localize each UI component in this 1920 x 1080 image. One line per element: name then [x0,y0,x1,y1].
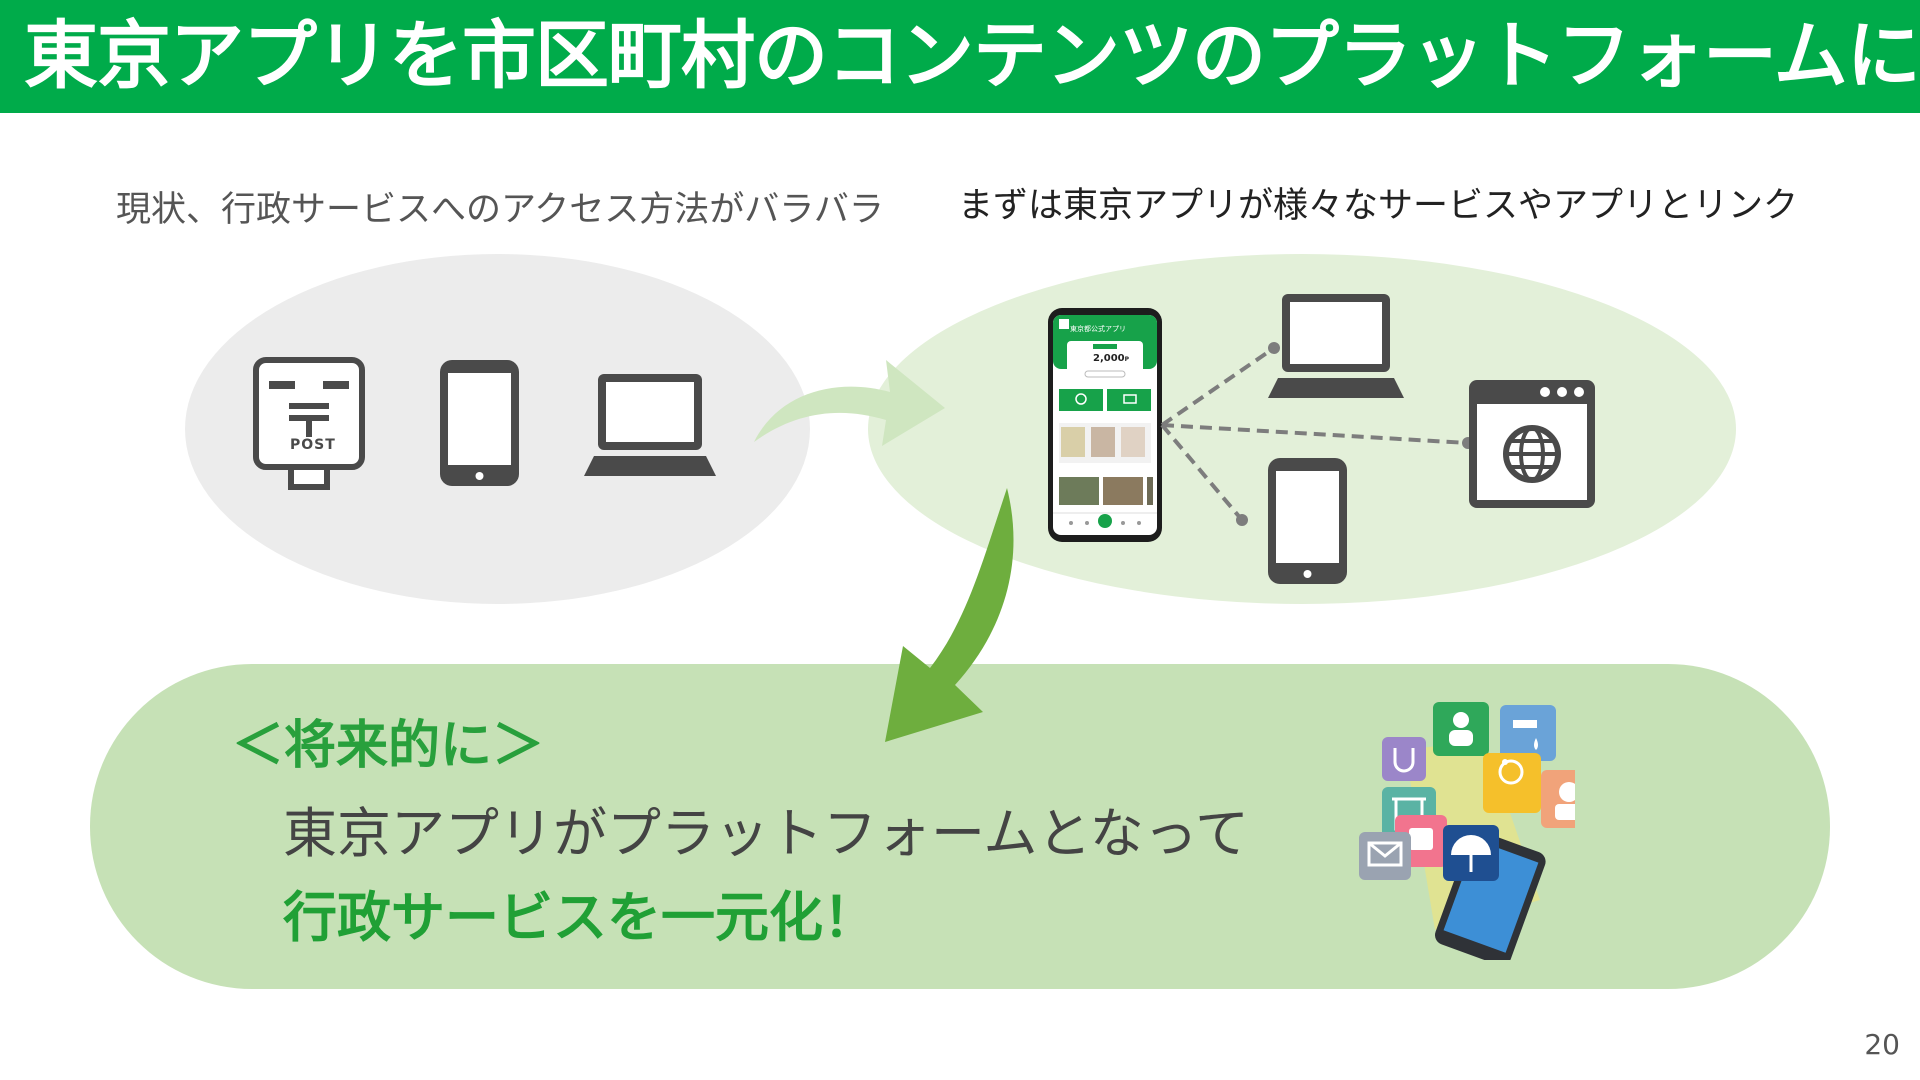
app-points-value: 2,000P [1093,353,1129,364]
web-browser-icon [1469,380,1595,508]
post-box-label: POST [290,437,336,453]
connection-lines [1160,342,1474,526]
water-app-icon [1500,705,1556,761]
future-heading: ＜将来的に＞ [232,716,545,776]
linked-smartphone-icon [1268,458,1347,584]
medical-app-icon [1382,737,1426,781]
transition-arrow-icon [754,360,945,446]
points-number: 2,000 [1093,353,1125,364]
future-line-1: 東京アプリがプラットフォームとなって [283,802,1250,865]
future-line-2: 行政サービスを一元化！ [283,886,877,949]
tokyo-app-screenshot [1048,308,1162,542]
future-arrow-icon [885,488,1014,742]
post-box-icon [253,357,365,490]
first-step-caption: まずは東京アプリが様々なサービスやアプリとリンク [958,186,1799,226]
current-state-caption: 現状、行政サービスへのアクセス方法がバラバラ [116,190,884,230]
page-title: 東京アプリを市区町村のコンテンツのプラットフォームに [24,13,1920,99]
app-services-illustration [1359,702,1575,960]
page-number: 20 [1864,1028,1900,1061]
linked-laptop-icon [1268,294,1404,398]
title-bar: 東京アプリを市区町村のコンテンツのプラットフォームに [0,0,1920,113]
smartphone-icon [440,360,519,486]
childcare-app-icon [1433,702,1489,756]
points-unit: P [1124,356,1130,363]
app-name-label: 東京都公式アプリ [1070,325,1126,333]
laptop-icon [584,374,716,476]
